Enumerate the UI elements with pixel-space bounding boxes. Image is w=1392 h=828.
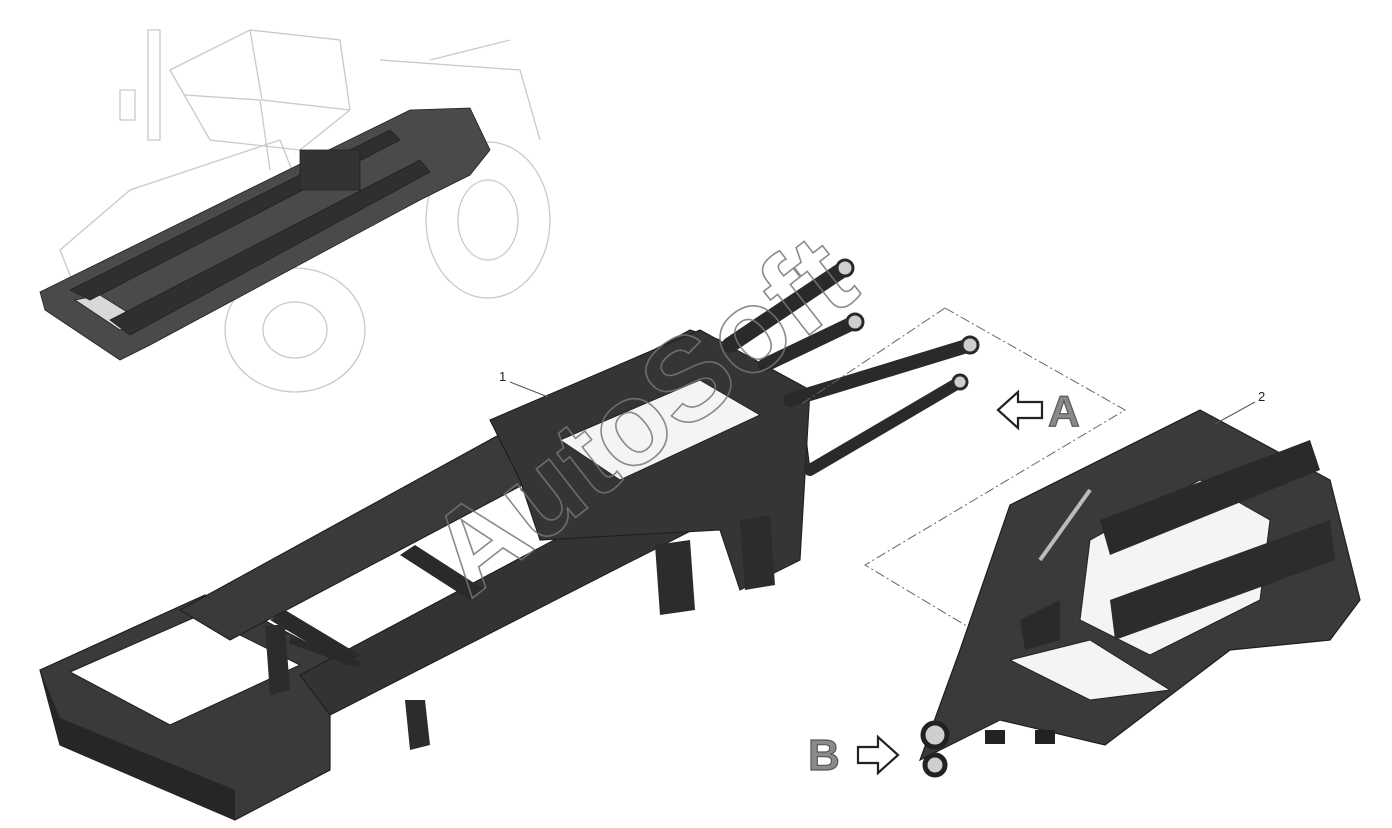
- view-a-label: A: [1048, 387, 1080, 436]
- view-a-arrow-icon: [996, 389, 1044, 431]
- view-b-label: B: [808, 731, 840, 780]
- rear-frame: [918, 409, 1361, 778]
- callout-number-2: 2: [1258, 389, 1265, 404]
- assembly-guide-lines: [799, 307, 1126, 641]
- callout-1: 1: [499, 369, 549, 398]
- view-a-indicator: A: [996, 386, 1080, 437]
- view-b-arrow-icon: [856, 734, 900, 776]
- tractor-ghost-outline: [59, 29, 551, 393]
- tractor-inset: [39, 29, 551, 393]
- view-b-indicator: B: [807, 730, 900, 781]
- main-frame: [39, 329, 811, 821]
- leader-line-2: [1214, 401, 1256, 425]
- callout-2: 2: [1214, 389, 1265, 425]
- callout-number-1: 1: [499, 369, 506, 384]
- tractor-inset-frame: [39, 107, 491, 361]
- leader-line-1: [509, 381, 549, 398]
- link-arms: [722, 258, 980, 476]
